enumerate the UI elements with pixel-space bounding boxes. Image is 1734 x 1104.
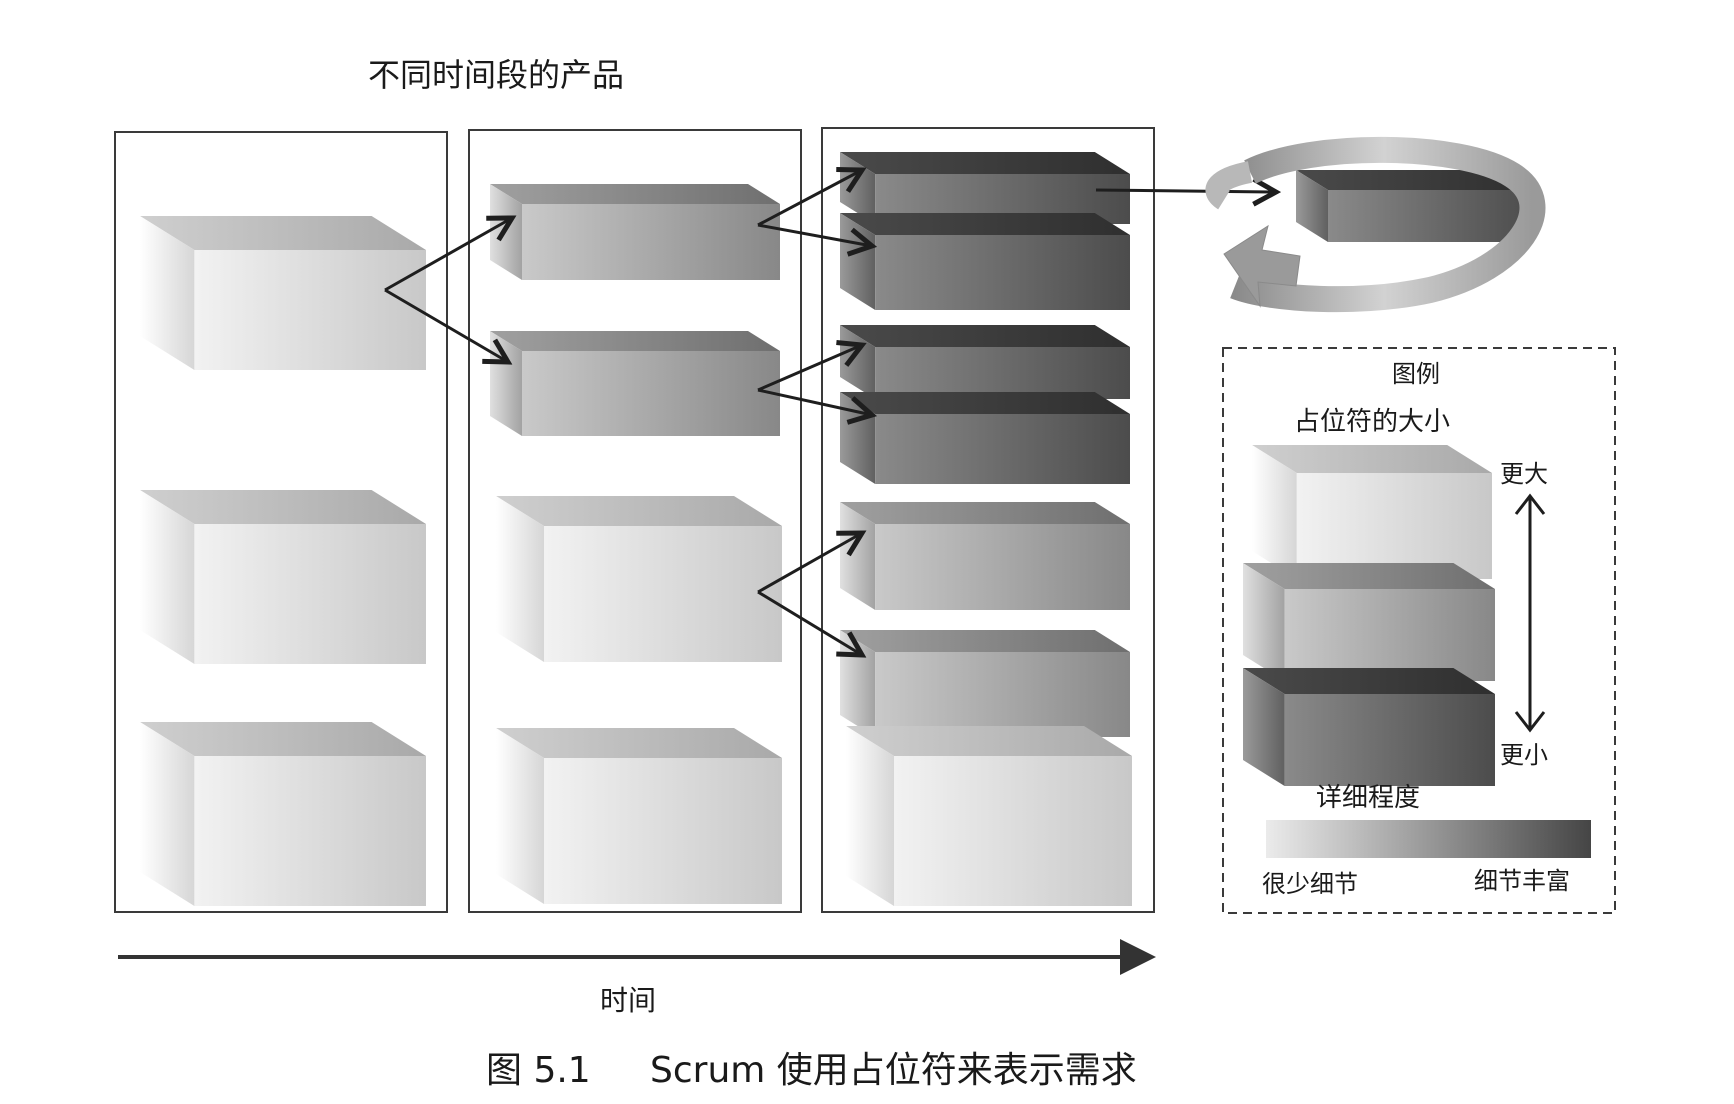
block-top-face	[840, 213, 1130, 235]
legend-size-heading: 占位符的大小	[1294, 407, 1450, 437]
block-top-face	[496, 496, 782, 526]
block-front-face	[194, 250, 426, 370]
placeholder-block-large	[496, 496, 782, 662]
to-sprint-arrow	[1095, 190, 1276, 192]
block-top-face	[140, 216, 426, 250]
block-top-face	[1296, 170, 1532, 190]
legend-more-detail-label: 细节丰富	[1474, 867, 1570, 895]
diagram-title: 不同时间段的产品	[368, 56, 624, 94]
block-front-face	[875, 235, 1130, 310]
block-front-face	[1284, 589, 1495, 681]
legend-box	[1222, 347, 1616, 914]
block-side-face	[140, 722, 195, 906]
placeholder-block-medium	[840, 630, 1130, 737]
block-top-face	[140, 722, 426, 756]
legend-smaller-label: 更小	[1500, 741, 1548, 769]
block-side-face	[140, 216, 195, 370]
block-top-face	[490, 331, 780, 351]
legend-less-detail-label: 很少细节	[1262, 870, 1358, 898]
detail-gradient-bar	[1266, 820, 1591, 858]
split-arrow	[757, 170, 862, 227]
block-front-face	[1296, 473, 1492, 579]
time-period-column-2	[468, 129, 802, 913]
block-top-face	[1243, 668, 1495, 694]
block-front-face	[875, 652, 1130, 737]
placeholder-block-small	[840, 392, 1130, 484]
block-front-face	[875, 174, 1130, 224]
block-side-face	[1296, 170, 1328, 242]
block-front-face	[1284, 694, 1495, 786]
sprint-cycle	[1205, 136, 1546, 313]
figure-caption-text: Scrum 使用占位符来表示需求	[650, 1050, 1137, 1091]
block-top-face	[840, 392, 1130, 414]
block-front-face	[894, 756, 1132, 906]
sprint-placeholder-block	[1296, 170, 1532, 242]
cycle-ring	[1230, 136, 1546, 313]
split-arrow	[757, 590, 862, 655]
split-arrow	[757, 345, 862, 392]
block-side-face	[846, 726, 894, 906]
placeholder-block-medium	[490, 331, 780, 436]
block-top-face	[140, 490, 426, 524]
split-arrow	[757, 388, 872, 415]
block-side-face	[1243, 563, 1285, 681]
block-top-face	[496, 728, 782, 758]
placeholder-block-medium	[840, 502, 1130, 610]
block-top-face	[840, 325, 1130, 347]
time-period-column-1	[114, 131, 448, 913]
size-scale-arrow	[1514, 493, 1546, 733]
block-top-face	[840, 152, 1130, 174]
placeholder-block-large	[496, 728, 782, 904]
placeholder-block-large	[140, 722, 426, 906]
block-top-face	[840, 630, 1130, 652]
time-axis-label: 时间	[600, 984, 656, 1017]
split-arrow	[384, 288, 508, 362]
block-side-face	[496, 728, 544, 904]
split-arrow	[757, 533, 862, 594]
split-arrows	[384, 170, 1276, 655]
block-top-face	[846, 726, 1132, 756]
split-arrow	[384, 218, 512, 292]
block-front-face	[875, 524, 1130, 610]
placeholder-block-large	[140, 490, 426, 664]
split-arrow	[757, 223, 872, 246]
legend-sample-medium	[1243, 563, 1495, 681]
placeholder-block-small	[840, 213, 1130, 310]
block-top-face	[840, 502, 1130, 524]
block-front-face	[544, 526, 782, 662]
block-side-face	[496, 496, 544, 662]
placeholder-block-small	[840, 325, 1130, 399]
block-front-face	[522, 204, 780, 280]
placeholder-block-large	[140, 216, 426, 370]
legend-sample-large	[1252, 445, 1492, 579]
legend-title: 图例	[1392, 360, 1440, 388]
block-front-face	[194, 524, 426, 664]
block-front-face	[875, 347, 1130, 399]
time-period-column-3	[821, 127, 1155, 913]
block-front-face	[194, 756, 426, 906]
block-front-face	[544, 758, 782, 904]
cycle-arrowhead	[1223, 224, 1301, 308]
block-front-face	[1328, 190, 1532, 242]
cycle-ring-top	[1205, 161, 1253, 210]
legend-detail-heading: 详细程度	[1316, 783, 1420, 813]
block-top-face	[490, 184, 780, 204]
figure-caption-number: 图 5.1	[486, 1050, 591, 1091]
block-top-face	[1243, 563, 1495, 589]
block-side-face	[1252, 445, 1297, 579]
block-front-face	[522, 351, 780, 436]
placeholder-block-medium	[490, 184, 780, 280]
block-side-face	[1243, 668, 1285, 786]
block-side-face	[140, 490, 195, 664]
block-front-face	[875, 414, 1130, 484]
legend-sample-small	[1243, 668, 1495, 786]
block-top-face	[1252, 445, 1492, 473]
placeholder-block-large	[846, 726, 1132, 906]
legend-bigger-label: 更大	[1500, 460, 1548, 488]
